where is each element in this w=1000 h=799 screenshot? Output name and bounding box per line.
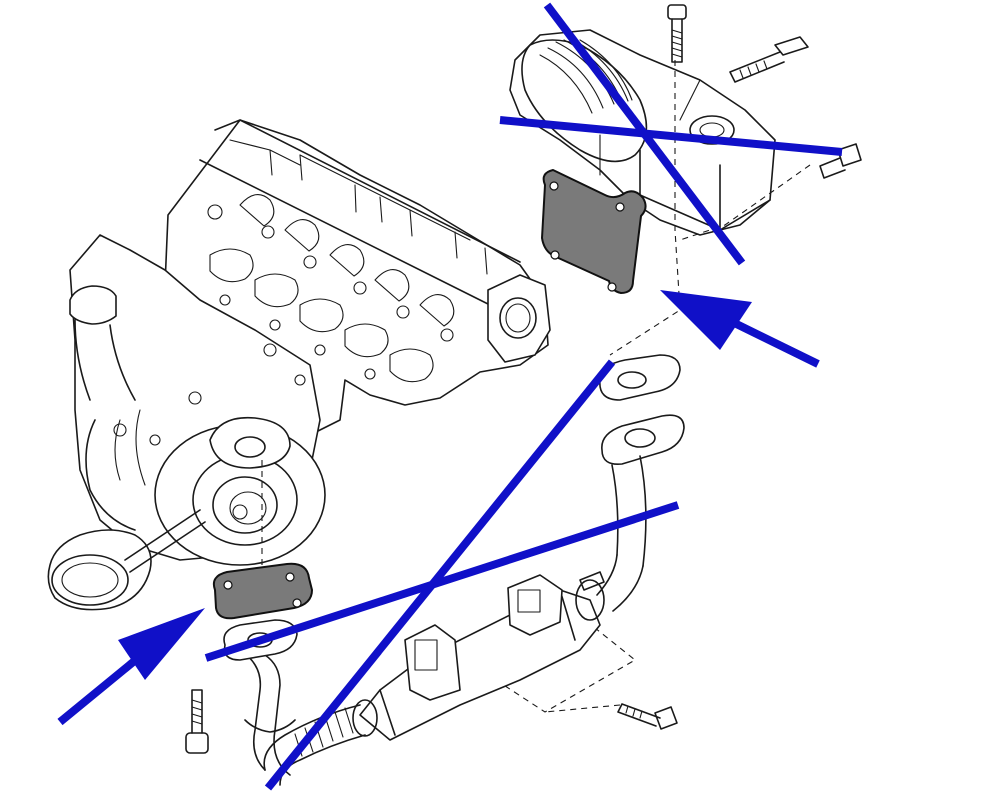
- bolt-right-upper: [729, 36, 809, 83]
- turbocharger: [47, 234, 326, 611]
- turbo-egr-gasket: [212, 562, 313, 620]
- bolt-bottom-left: [185, 689, 209, 754]
- cross-egr-valve: [499, 2, 843, 266]
- bolt-right-mid: [819, 143, 862, 179]
- bolt-bottom-right: [617, 703, 678, 730]
- arrow-turbo-gasket: [57, 608, 205, 726]
- egr-gasket: [541, 169, 647, 294]
- cross-egr-pipe: [204, 359, 680, 791]
- egr-pipe-assembly: [223, 354, 685, 786]
- bolt-top: [667, 4, 687, 63]
- arrow-egr-gasket: [660, 290, 820, 368]
